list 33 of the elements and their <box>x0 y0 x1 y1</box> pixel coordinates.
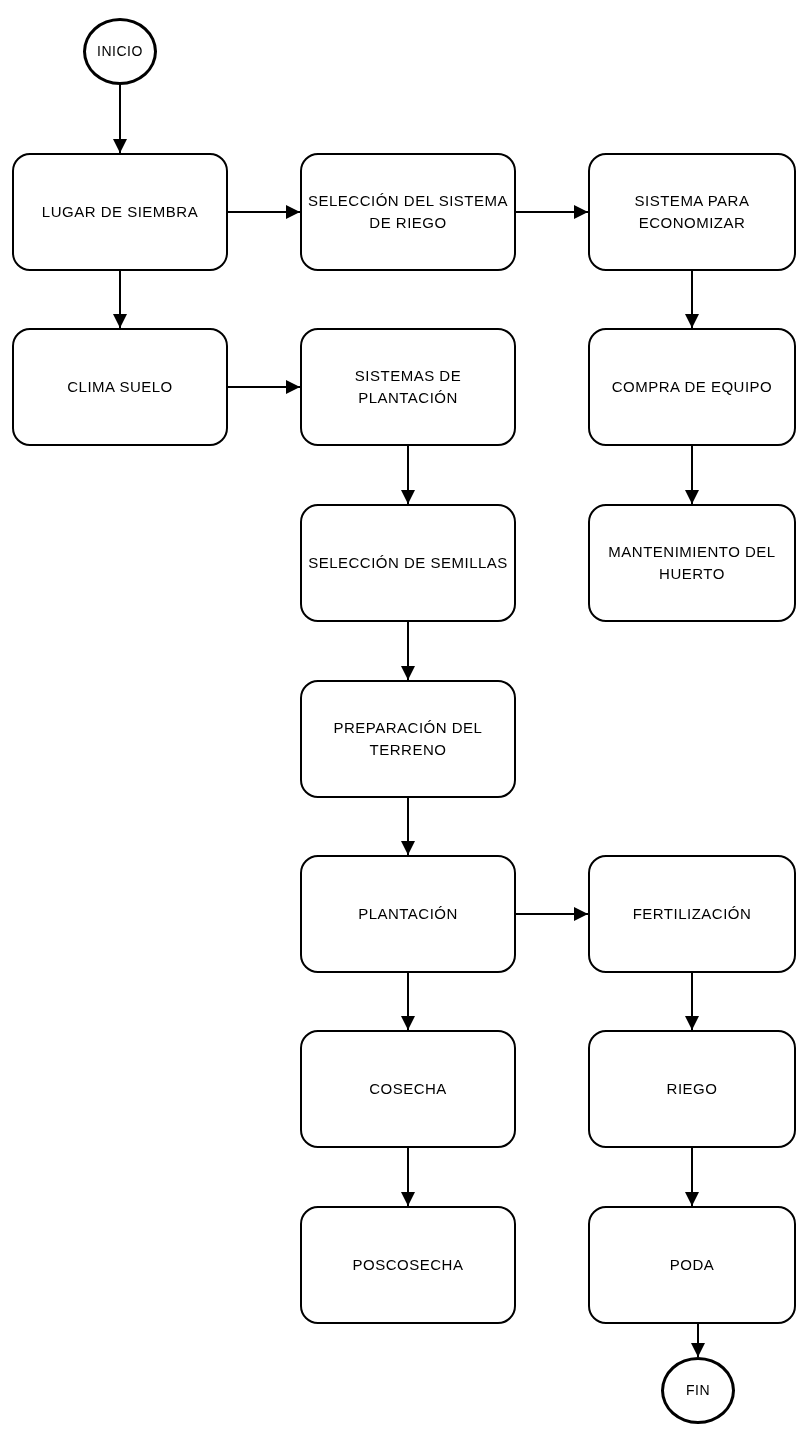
arrow <box>401 972 415 1031</box>
process-box: PODA <box>588 1206 796 1324</box>
arrow <box>113 270 127 329</box>
arrow <box>691 1323 705 1358</box>
arrow <box>515 205 589 219</box>
arrow <box>401 797 415 856</box>
process-box: RIEGO <box>588 1030 796 1148</box>
terminal-oval: FIN <box>661 1357 735 1424</box>
process-box: SELECCIÓN DEL SISTEMA DE RIEGO <box>300 153 516 271</box>
process-box: CLIMA SUELO <box>12 328 228 446</box>
arrow <box>685 972 699 1031</box>
process-box: SELECCIÓN DE SEMILLAS <box>300 504 516 622</box>
process-box: SISTEMA PARA ECONOMIZAR <box>588 153 796 271</box>
arrow <box>685 270 699 329</box>
process-box: COMPRA DE EQUIPO <box>588 328 796 446</box>
process-box: PLANTACIÓN <box>300 855 516 973</box>
process-box: POSCOSECHA <box>300 1206 516 1324</box>
arrow <box>227 380 301 394</box>
arrow <box>401 445 415 505</box>
arrow <box>227 205 301 219</box>
terminal-oval: INICIO <box>83 18 157 85</box>
arrow <box>401 1147 415 1207</box>
arrow <box>515 907 589 921</box>
arrow <box>685 445 699 505</box>
process-box: LUGAR DE SIEMBRA <box>12 153 228 271</box>
process-box: MANTENIMIENTO DEL HUERTO <box>588 504 796 622</box>
process-box: PREPARACIÓN DEL TERRENO <box>300 680 516 798</box>
process-box: FERTILIZACIÓN <box>588 855 796 973</box>
arrow <box>401 621 415 681</box>
arrow <box>685 1147 699 1207</box>
process-box: COSECHA <box>300 1030 516 1148</box>
arrow <box>113 84 127 154</box>
process-box: SISTEMAS DE PLANTACIÓN <box>300 328 516 446</box>
